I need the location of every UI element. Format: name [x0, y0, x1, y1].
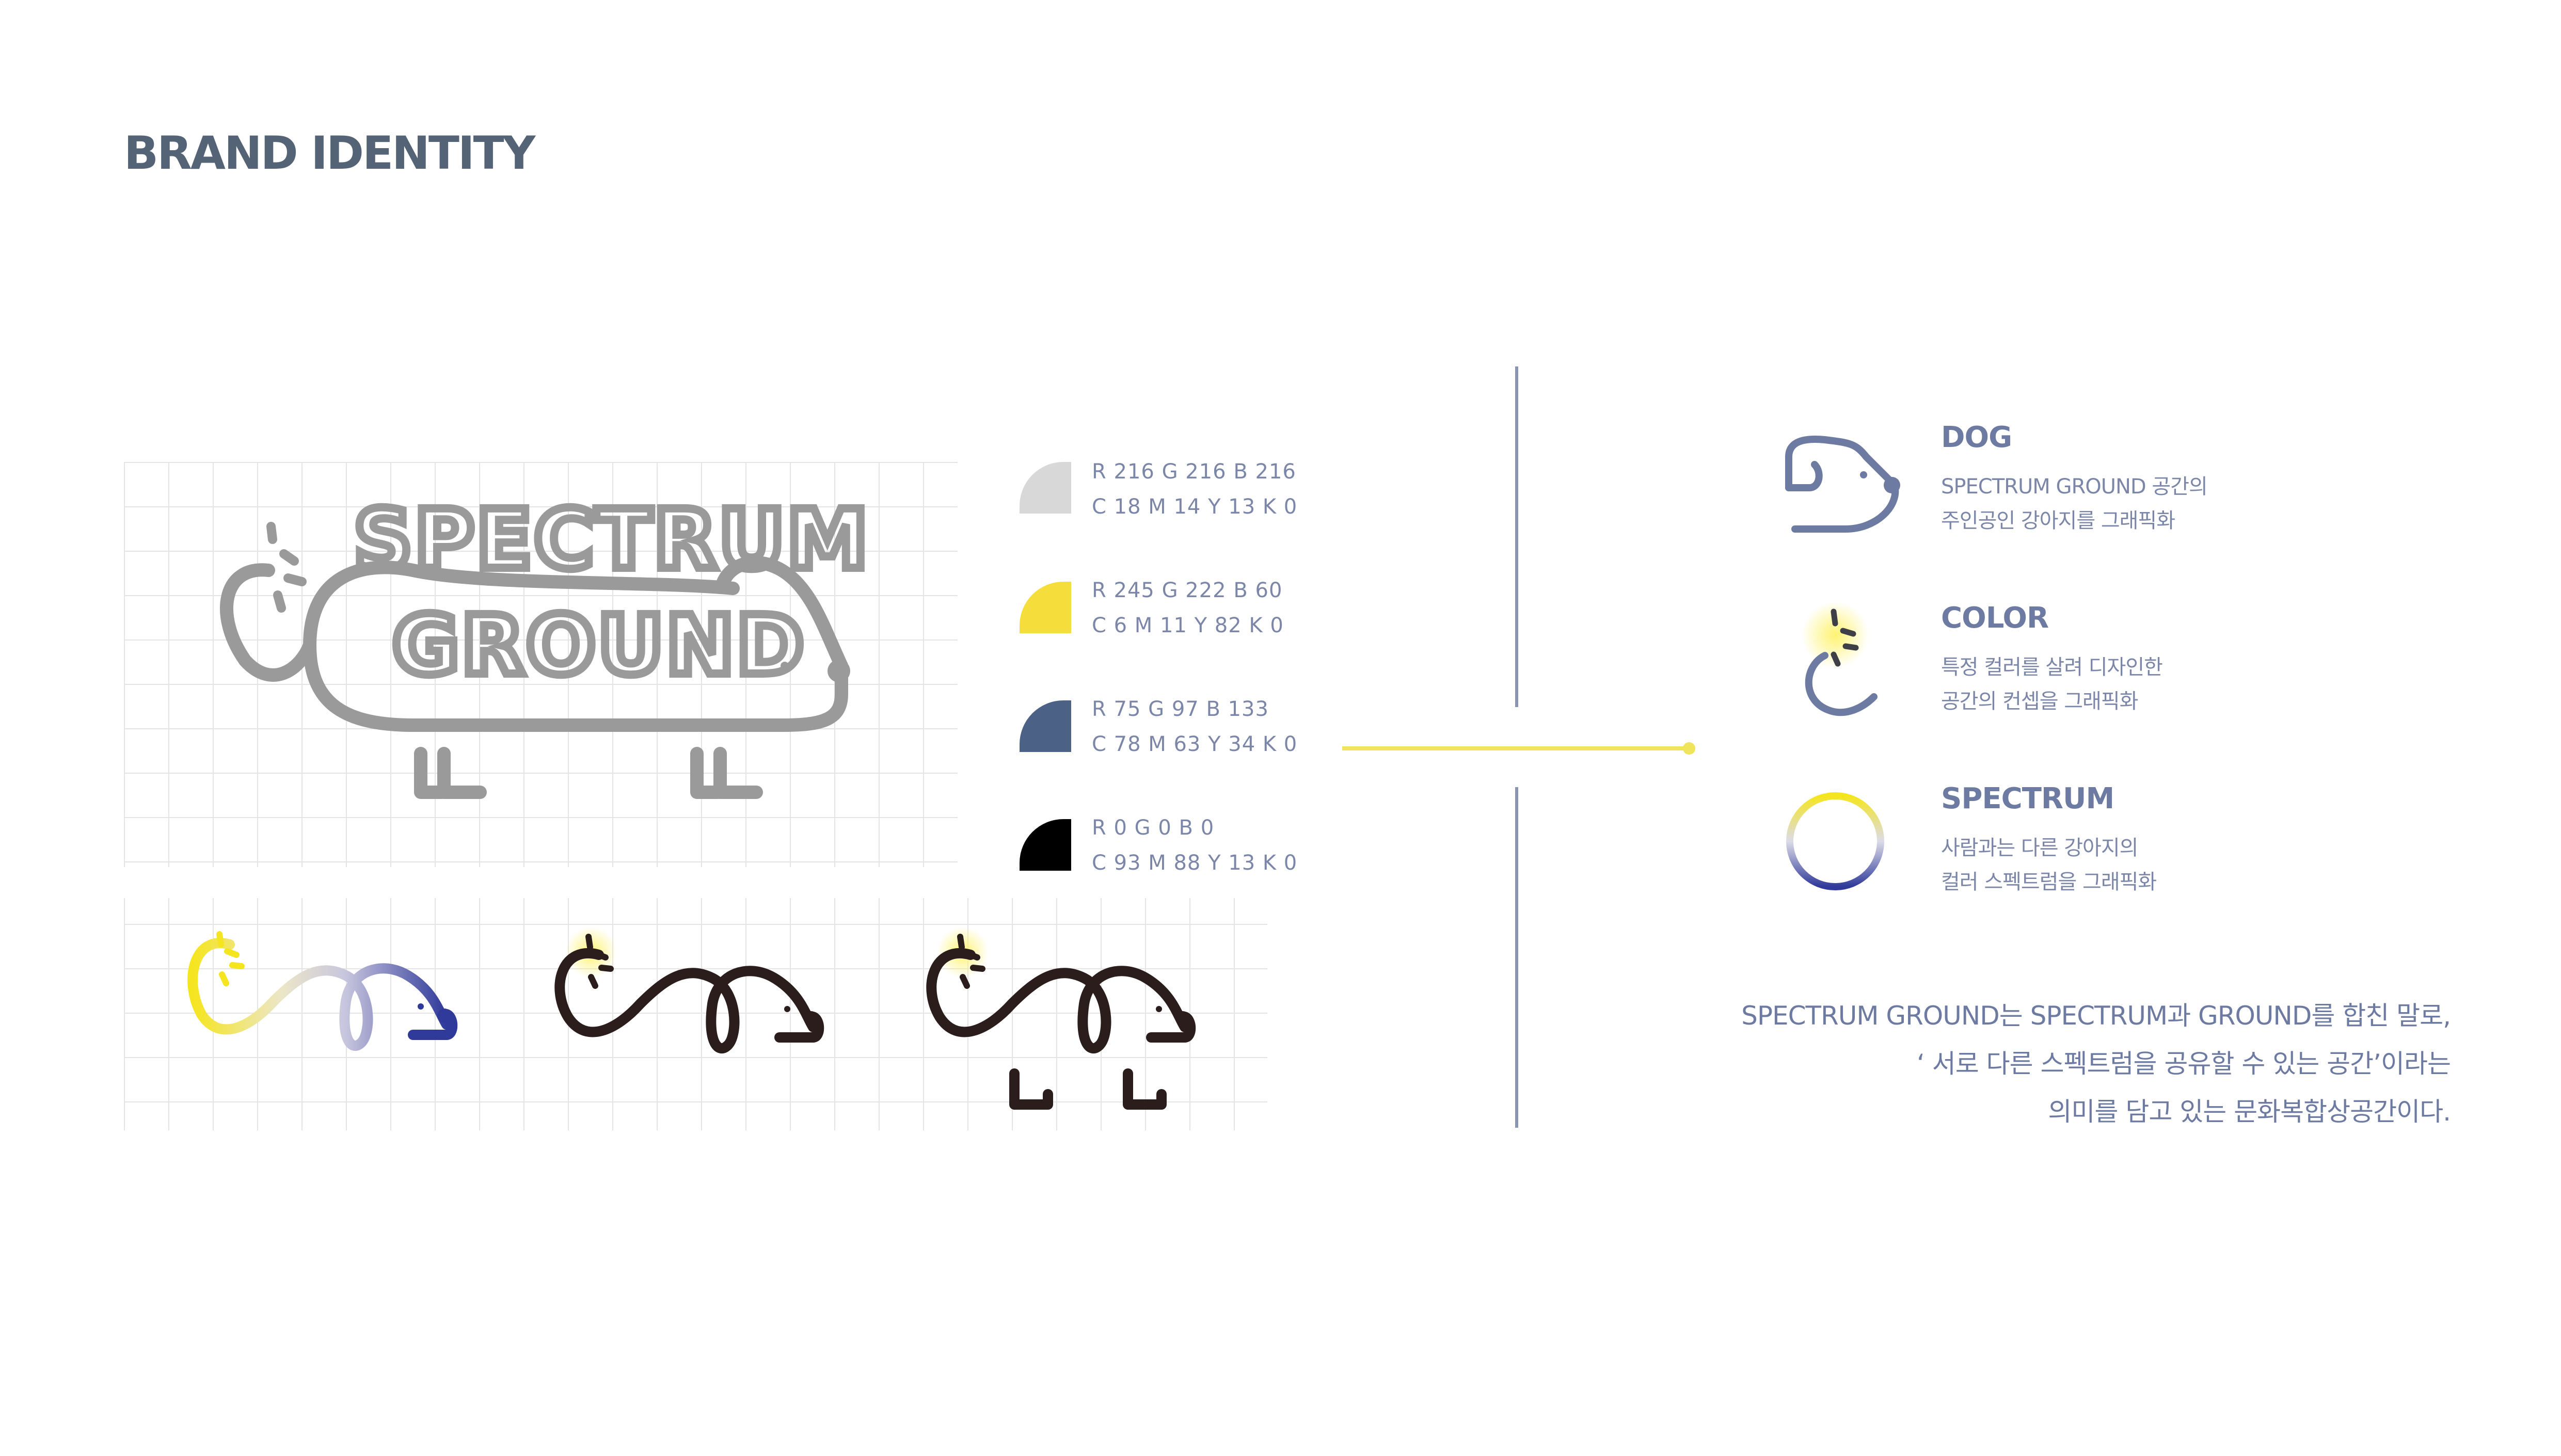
- logo-spark-icon: [266, 522, 307, 613]
- feature-title-dog: DOG: [1941, 421, 2012, 454]
- color-spec-yellow: R 245 G 222 B 60 C 6 M 11 Y 82 K 0: [1092, 573, 1284, 643]
- logo-grid-panel: [124, 462, 958, 867]
- feature-desc-line: 주인공인 강아지를 그래픽화: [1941, 509, 2175, 533]
- logo-leg-left: [414, 747, 487, 799]
- color-swatch-black: [1020, 819, 1071, 871]
- color-swatch-gray: [1020, 462, 1071, 514]
- feature-desc-line: SPECTRUM GROUND 공간의: [1941, 475, 2208, 499]
- color-rgb: R 245 G 222 B 60: [1092, 579, 1283, 602]
- color-spec-navy: R 75 G 97 B 133 C 78 M 63 Y 34 K 0: [1092, 692, 1297, 762]
- color-cmyk: C 6 M 11 Y 82 K 0: [1092, 614, 1284, 637]
- summary-line-2: ‘ 서로 다른 스펙트럼을 공유할 수 있는 공간’이라는: [1916, 1049, 2451, 1079]
- variant-gradient-dog: [187, 931, 458, 1051]
- dog-head-icon: [1785, 435, 1900, 533]
- feature-title-color: COLOR: [1941, 601, 2049, 635]
- vertical-divider-top: [1515, 366, 1518, 707]
- logo-variants: [187, 926, 1196, 1110]
- color-spec-black: R 0 G 0 B 0 C 93 M 88 Y 13 K 0: [1092, 810, 1297, 881]
- logo-head-stroke: [716, 556, 848, 673]
- color-cmyk: C 93 M 88 Y 13 K 0: [1092, 851, 1298, 875]
- feature-desc-spectrum: 사람과는 다른 강아지의 컬러 스펙트럼을 그래픽화: [1941, 831, 2157, 899]
- color-swatch-navy: [1020, 700, 1071, 752]
- gradient-ring-icon: [1786, 792, 1884, 890]
- feature-desc-color: 특정 컬러를 살려 디자인한 공간의 컨셉을 그래픽화: [1941, 650, 2163, 718]
- feature-desc-line: 사람과는 다른 강아지의: [1941, 836, 2138, 860]
- feature-desc-line: 공간의 컨셉을 그래픽화: [1941, 690, 2138, 713]
- color-spec-gray: R 216 G 216 B 216 C 18 M 14 Y 13 K 0: [1092, 454, 1297, 524]
- color-cmyk: C 78 M 63 Y 34 K 0: [1092, 732, 1298, 756]
- logo-body-stroke: [303, 561, 740, 652]
- logo-belly-stroke: [303, 638, 848, 732]
- variant-black-dog-legs: [926, 926, 1196, 1110]
- logo-word-spectrum: SPECTRUM: [354, 492, 870, 587]
- logo-nose: [828, 660, 850, 682]
- logo-eye: [781, 662, 789, 670]
- logo-variants-grid: [124, 898, 1267, 1130]
- page-title: BRAND IDENTITY: [124, 126, 535, 180]
- color-rgb: R 216 G 216 B 216: [1092, 460, 1296, 484]
- color-rgb: R 0 G 0 B 0: [1092, 816, 1215, 840]
- main-logo: SPECTRUM GROUND: [220, 488, 872, 799]
- connector-line: [1342, 742, 1695, 755]
- feature-desc-line: 컬러 스펙트럼을 그래픽화: [1941, 870, 2157, 894]
- vertical-divider-bottom: [1515, 787, 1518, 1128]
- color-swatch-yellow: [1020, 582, 1071, 633]
- color-cmyk: C 18 M 14 Y 13 K 0: [1092, 495, 1298, 519]
- color-rgb: R 75 G 97 B 133: [1092, 697, 1269, 721]
- variant-black-dog: [554, 926, 824, 1053]
- logo-word-ground: GROUND: [392, 598, 806, 693]
- spark-arc-icon: [1802, 601, 1878, 716]
- summary-line-3: 의미를 담고 있는 문화복합상공간이다.: [2048, 1097, 2451, 1127]
- feature-desc-line: 특정 컬러를 살려 디자인한: [1941, 655, 2163, 679]
- summary-line-1: SPECTRUM GROUND는 SPECTRUM과 GROUND를 합친 말로…: [1741, 1001, 2451, 1031]
- logo-leg-right: [690, 747, 763, 799]
- brand-summary: SPECTRUM GROUND는 SPECTRUM과 GROUND를 합친 말로…: [1741, 992, 2451, 1136]
- feature-desc-dog: SPECTRUM GROUND 공간의 주인공인 강아지를 그래픽화: [1941, 470, 2208, 538]
- logo-tail-stroke: [220, 563, 316, 682]
- feature-title-spectrum: SPECTRUM: [1941, 782, 2114, 815]
